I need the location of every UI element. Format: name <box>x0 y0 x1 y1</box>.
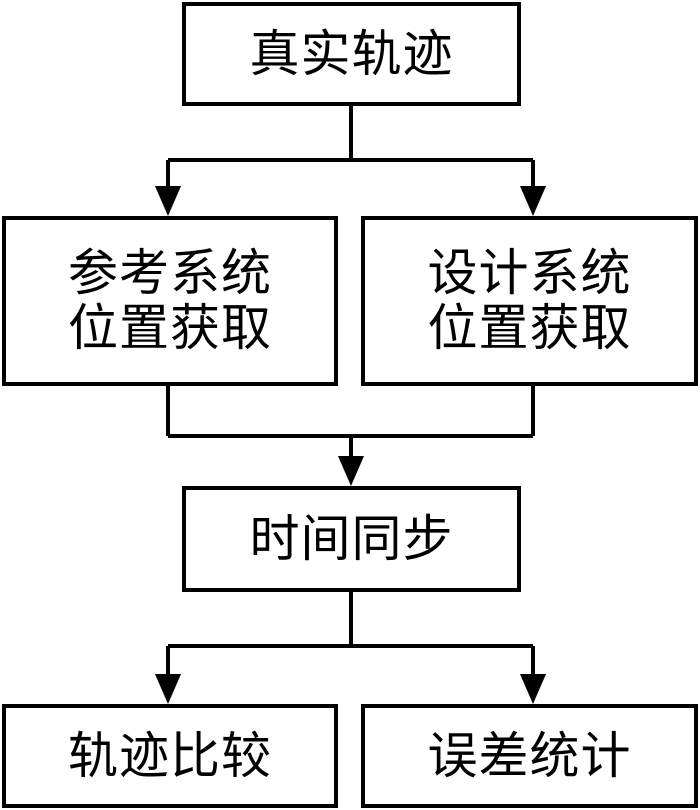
node-label: 误差统计 <box>427 726 632 785</box>
arrowhead-icon <box>155 674 181 704</box>
node-trajectory-compare: 轨迹比较 <box>2 704 338 808</box>
node-label-line-2: 位置获取 <box>68 299 272 357</box>
node-label-line-1: 参考系统 <box>68 244 272 302</box>
node-real-trajectory: 真实轨迹 <box>182 2 521 106</box>
node-label: 真实轨迹 <box>249 24 454 83</box>
node-reference-position: 参考系统 位置获取 <box>2 216 338 386</box>
node-time-sync: 时间同步 <box>182 486 521 592</box>
arrowhead-icon <box>338 456 364 486</box>
node-design-position: 设计系统 位置获取 <box>361 216 698 386</box>
arrowhead-icon <box>520 674 546 704</box>
arrowhead-icon <box>155 186 181 216</box>
node-label-line-2: 位置获取 <box>427 299 632 357</box>
arrowhead-icon <box>520 186 546 216</box>
node-label-line-1: 设计系统 <box>427 244 632 302</box>
node-label: 时间同步 <box>249 509 454 568</box>
node-label: 轨迹比较 <box>68 726 272 785</box>
node-error-stats: 误差统计 <box>361 704 698 808</box>
